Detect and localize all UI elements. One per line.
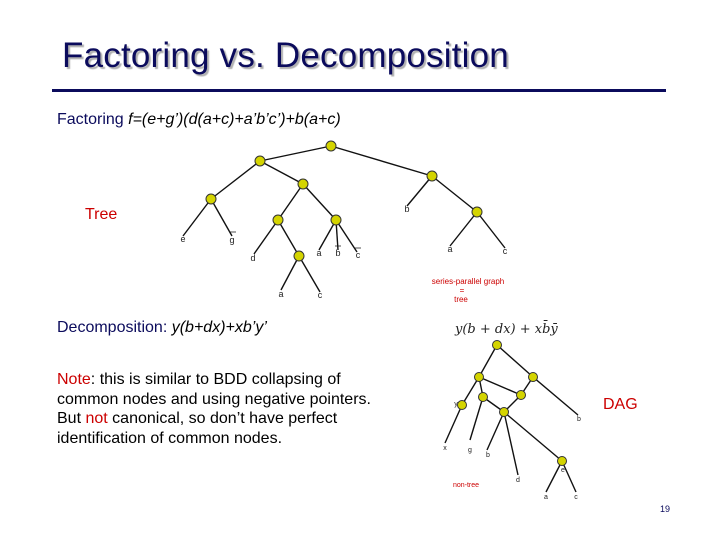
tree-leaf-c: c (356, 250, 361, 260)
tree-leaf-a3: a (447, 244, 452, 254)
note-paragraph: Note: this is similar to BDD collapsing … (57, 370, 387, 448)
tree-leaf-b2: b (404, 204, 409, 214)
dag-caption: non-tree (453, 482, 479, 489)
tree-leaf-g: g (229, 235, 234, 245)
dag-leaf-y: y (454, 401, 458, 408)
dag-leaf-b: b (577, 416, 581, 423)
dag-leaf-d: d (516, 477, 520, 484)
title-rule (52, 89, 666, 92)
factoring-formula: f=(e+g’)(d(a+c)+a’b’c’)+b(a+c) (128, 111, 341, 128)
tree-caption-1: series-parallel graph (432, 277, 504, 286)
tree-leaf-c3: c (503, 246, 508, 256)
dag-leaf-x: x (443, 445, 447, 452)
page-number: 19 (660, 504, 671, 514)
tree-leaf-a: a (316, 248, 321, 258)
dag-leaf-b2: b (486, 452, 490, 459)
factoring-line: Factoring f=(e+g’)(d(a+c)+a’b’c’)+b(a+c) (57, 111, 341, 129)
tree-leaf-e: e (180, 234, 185, 244)
tree-caption-2: = (460, 286, 465, 295)
dag-label: DAG (603, 396, 638, 413)
dag-leaf-a: a (544, 494, 548, 501)
dag-leaf-e: e (561, 467, 565, 474)
note-word: Note (57, 371, 91, 388)
decomposition-prefix: Decomposition: (57, 319, 172, 336)
dag-formula: y(b + dx) + xb̄ȳ (455, 322, 558, 337)
slide-title: Factoring vs. Decomposition (62, 36, 509, 75)
tree-caption-3: tree (454, 295, 468, 304)
tree-leaf-a2: a (278, 289, 283, 299)
tree-leaf-d: d (250, 253, 255, 263)
note-text-1: : this is similar to BDD collapsing of c… (57, 371, 371, 427)
factoring-prefix: Factoring (57, 111, 129, 128)
dag-leaf-c: c (574, 494, 578, 501)
note-text-2: canonical, so don’t have perfect identif… (57, 410, 338, 447)
dag-leaf-g: g (468, 447, 472, 454)
tree-leaf-c2: c (318, 290, 323, 300)
note-not: not (85, 410, 108, 427)
tree-leaf-b: b (335, 248, 340, 258)
tree-label: Tree (85, 206, 118, 223)
decomposition-line: Decomposition: y(b+dx)+xb’y’ (57, 319, 267, 337)
decomposition-formula: y(b+dx)+xb’y’ (171, 319, 267, 336)
